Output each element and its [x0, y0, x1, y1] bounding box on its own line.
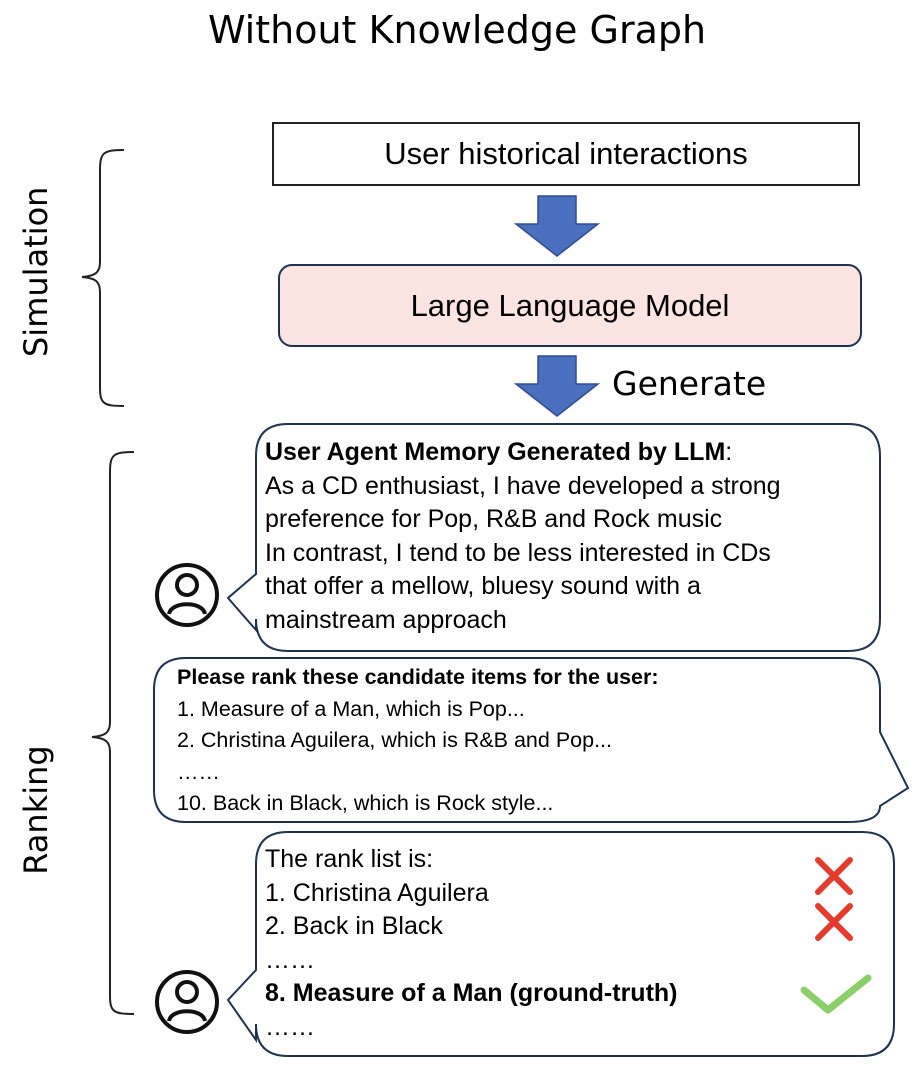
memory-bubble-shape [226, 423, 881, 652]
candidate-line: 1. Measure of a Man, which is Pop... [177, 696, 525, 721]
down-arrow-icon [513, 195, 601, 257]
memory-heading: User Agent Memory Generated by LLM [265, 438, 726, 466]
down-arrow-icon [513, 355, 601, 417]
cross-icon [815, 857, 853, 895]
memory-line: that offer a mellow, bluesy sound with a [265, 572, 701, 600]
user-avatar-icon [155, 970, 219, 1034]
ranking-brace-icon [91, 451, 135, 1015]
user-history-label: User historical interactions [384, 136, 748, 171]
rank-result-item: 2. Back in Black [265, 912, 443, 940]
memory-line: As a CD enthusiast, I have developed a s… [265, 471, 781, 500]
rank-result-ground-truth: 8. Measure of a Man (ground-truth) [265, 979, 678, 1007]
simulation-label: Simulation [17, 186, 55, 357]
rank-result-text: The rank list is: 1. Christina Aguilera … [265, 843, 678, 1044]
memory-line: mainstream approach [265, 605, 507, 634]
user-avatar-icon [155, 563, 219, 627]
rank-prompt-bubble-shape [153, 657, 910, 823]
generate-label: Generate [612, 364, 767, 403]
rank-result-bubble-shape [226, 831, 895, 1057]
user-history-box: User historical interactions [272, 122, 860, 186]
rank-result-intro: The rank list is: [265, 845, 434, 873]
memory-bubble-text: User Agent Memory Generated by LLM: As a… [265, 436, 781, 637]
simulation-brace-icon [81, 149, 125, 407]
llm-label: Large Language Model [410, 287, 730, 323]
rank-prompt-heading: Please rank these candidate items for th… [177, 665, 659, 689]
memory-line: In contrast, I tend to be less intereste… [265, 538, 771, 567]
cross-icon [815, 903, 853, 941]
candidate-line: 10. Back in Black, which is Rock style..… [177, 791, 554, 815]
llm-box: Large Language Model [278, 264, 862, 347]
candidate-line: 2. Christina Aguilera, which is R&B and … [177, 728, 612, 752]
rank-result-ellipsis: …… [265, 1012, 315, 1041]
rank-result-ellipsis: …… [265, 945, 315, 974]
ranking-label: Ranking [17, 745, 55, 875]
memory-line: preference for Pop, R&B and Rock music [265, 505, 723, 533]
rank-result-item: 1. Christina Aguilera [265, 878, 489, 907]
figure-title: Without Knowledge Graph [207, 8, 707, 52]
rank-prompt-text: Please rank these candidate items for th… [177, 662, 659, 820]
check-icon [800, 974, 872, 1014]
memory-heading-suffix: : [725, 438, 733, 466]
candidate-line: …… [177, 759, 220, 784]
